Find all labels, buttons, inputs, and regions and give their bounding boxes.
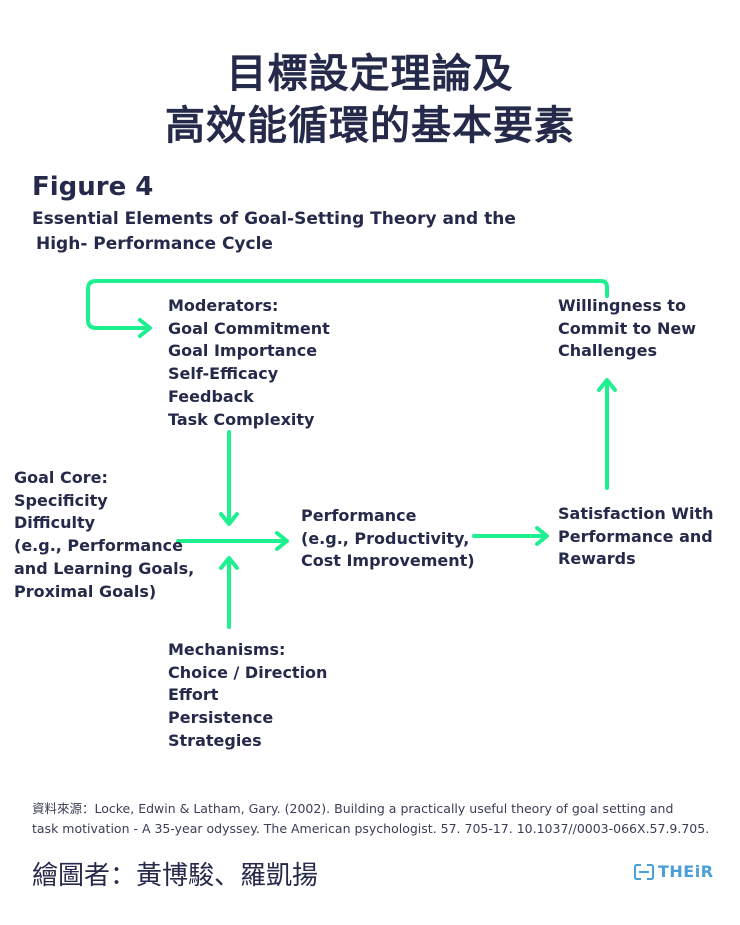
goal-core-item: Specificity [14,490,108,510]
goal-core-block: Goal Core: Specificity Difficulty (e.g.,… [14,467,194,603]
willingness-line: Challenges [558,341,657,361]
mechanism-item: Persistence [168,708,274,728]
goal-core-item: Difficulty [14,513,96,533]
satisfaction-line: Rewards [558,549,636,569]
their-logo: THEiR [634,862,714,881]
satisfaction-to-willingness-arrowhead [597,378,617,392]
feedback-loop-arrow [86,279,609,330]
moderator-item: Feedback [168,386,254,406]
moderator-item: Goal Importance [168,341,318,361]
moderators-block: Moderators: Goal Commitment Goal Importa… [168,295,330,431]
willingness-block: Willingness to Commit to New Challenges [558,295,696,363]
illustrator-credits: 繪圖者：黃博駿、羅凱揚 [32,861,319,891]
moderator-item: Task Complexity [168,409,315,429]
page-title-line-2: 高效能循環的基本要素 [165,103,575,149]
performance-block: Performance (e.g., Productivity, Cost Im… [301,505,475,573]
moderator-item: Goal Commitment [168,318,330,338]
source-citation: 資料來源：Locke, Edwin & Latham, Gary. (2002)… [32,799,722,839]
their-logo-icon [634,863,654,880]
source-line-1: 資料來源：Locke, Edwin & Latham, Gary. (2002)… [32,801,674,816]
willingness-line: Commit to New [558,318,697,338]
mechanism-item: Effort [168,685,219,705]
feedback-loop-arrowhead [138,318,152,338]
goal-core-item: (e.g., Performance [14,536,183,556]
performance-to-satisfaction-arrowhead [535,526,549,546]
figure-caption-line-2: High- Performance Cycle [36,234,273,254]
performance-line: Cost Improvement) [301,551,475,571]
their-logo-text: THEiR [658,862,714,881]
goal-core-heading: Goal Core: [14,468,108,487]
source-line-2: task motivation - A 35-year odyssey. The… [32,821,710,836]
mechanism-item: Choice / Direction [168,662,328,682]
satisfaction-block: Satisfaction With Performance and Reward… [558,503,713,571]
moderators-heading: Moderators: [168,296,279,315]
moderator-item: Self-Efficacy [168,364,279,384]
mechanisms-up-arrowhead [219,556,239,570]
goal-core-to-performance-arrowhead [275,531,289,551]
mechanism-item: Strategies [168,730,262,750]
mechanisms-block: Mechanisms: Choice / Direction Effort Pe… [168,639,327,753]
goal-core-item: Proximal Goals) [14,581,157,601]
goal-core-item: and Learning Goals, [14,558,195,578]
satisfaction-line: Satisfaction With [558,504,714,523]
figure-label: Figure 4 [32,172,154,202]
satisfaction-line: Performance and [558,526,713,546]
mechanisms-heading: Mechanisms: [168,640,286,659]
figure-caption-line-1: Essential Elements of Goal-Setting Theor… [32,209,516,229]
page-title-line-1: 目標設定理論及 [226,51,514,97]
moderators-down-arrowhead [219,512,239,526]
willingness-line: Willingness to [558,296,686,315]
performance-line: (e.g., Productivity, [301,528,470,548]
performance-heading: Performance [301,506,417,525]
